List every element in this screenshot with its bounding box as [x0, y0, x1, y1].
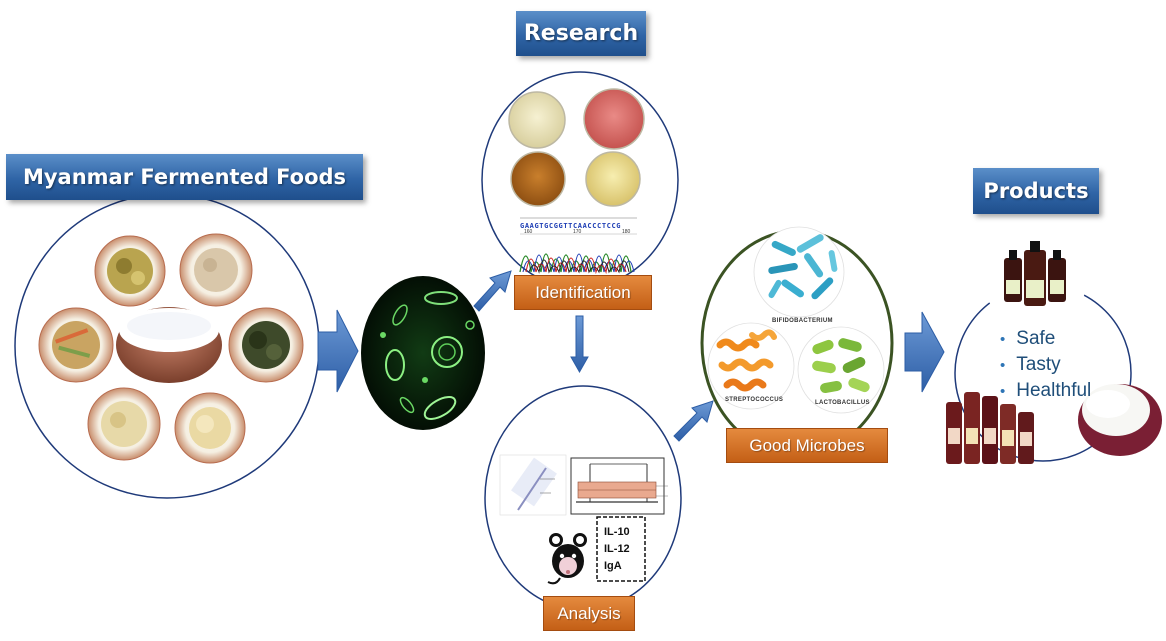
bifidobacterium-image [753, 226, 845, 318]
products-title-text: Products [983, 179, 1089, 203]
dna-sequence-text: GAAGTGCGGTTCAACCCTCCG [520, 222, 622, 230]
research-title: Research [516, 11, 646, 56]
analysis-label: Analysis [543, 596, 635, 631]
microbe-image [361, 276, 485, 430]
streptococcus-image [707, 322, 795, 410]
benefit-item: Healthful [1000, 378, 1091, 404]
transwell-diagram [570, 457, 668, 515]
yogurt-product-image [1078, 384, 1162, 456]
yogurt-bowl [116, 307, 222, 383]
lactobacillus-label: LACTOBACILLUS [815, 400, 870, 406]
product-benefits-list: Safe Tasty Healthful [1000, 326, 1091, 404]
good-microbes-label-text: Good Microbes [749, 436, 865, 455]
sequence-tick-2: 170 [573, 229, 582, 235]
mouse-icon [547, 533, 587, 585]
sequencing-chromatogram [519, 217, 637, 275]
bifidobacterium-label: BIFIDOBACTERIUM [772, 318, 833, 324]
food-plate-2 [179, 233, 253, 307]
sequence-tick-1: 160 [524, 229, 533, 235]
streptococcus-label: STREPTOCOCCUS [725, 397, 784, 403]
benefit-item: Tasty [1000, 352, 1091, 378]
food-plate-3 [38, 307, 114, 383]
bottles-top-image [983, 233, 1087, 327]
arrow-foods-to-microbes [317, 309, 359, 393]
cytokine-item: IL-10 [604, 526, 630, 538]
lactobacillus-image [797, 326, 885, 414]
identification-label-text: Identification [535, 283, 631, 302]
food-plate-1 [94, 235, 166, 307]
research-title-text: Research [523, 21, 639, 46]
food-plate-5 [87, 387, 161, 461]
cytokine-item: IgA [604, 560, 622, 572]
arrow-to-good-microbes [673, 400, 714, 442]
cytokine-box [596, 516, 646, 582]
sequence-tick-3: 180 [622, 229, 631, 235]
cytokine-item: IL-12 [604, 543, 630, 555]
analysis-label-text: Analysis [557, 604, 621, 623]
dna-sequence: GAAGTGCGGTTCAACCCTCCG [520, 222, 621, 230]
food-plate-6 [174, 392, 246, 464]
petri-dish-4 [585, 151, 641, 207]
arrow-to-analysis [570, 315, 589, 374]
good-microbes-label: Good Microbes [726, 428, 888, 463]
petri-dish-1 [508, 91, 566, 149]
petri-dish-2 [583, 88, 645, 150]
fermented-foods-title-text: Myanmar Fermented Foods [22, 165, 347, 189]
pipette-illustration [499, 454, 567, 516]
arrow-to-products [904, 311, 945, 393]
bottles-bottom-image [946, 392, 1034, 464]
petri-dish-3 [510, 151, 566, 207]
food-plate-4 [228, 307, 304, 383]
identification-label: Identification [514, 275, 652, 310]
products-title: Products [973, 168, 1099, 214]
cytokine-list: IL-10 IL-12 IgA [604, 524, 630, 575]
benefit-item: Safe [1000, 326, 1091, 352]
fermented-foods-title: Myanmar Fermented Foods [6, 154, 363, 200]
arrow-to-identification [473, 270, 512, 312]
